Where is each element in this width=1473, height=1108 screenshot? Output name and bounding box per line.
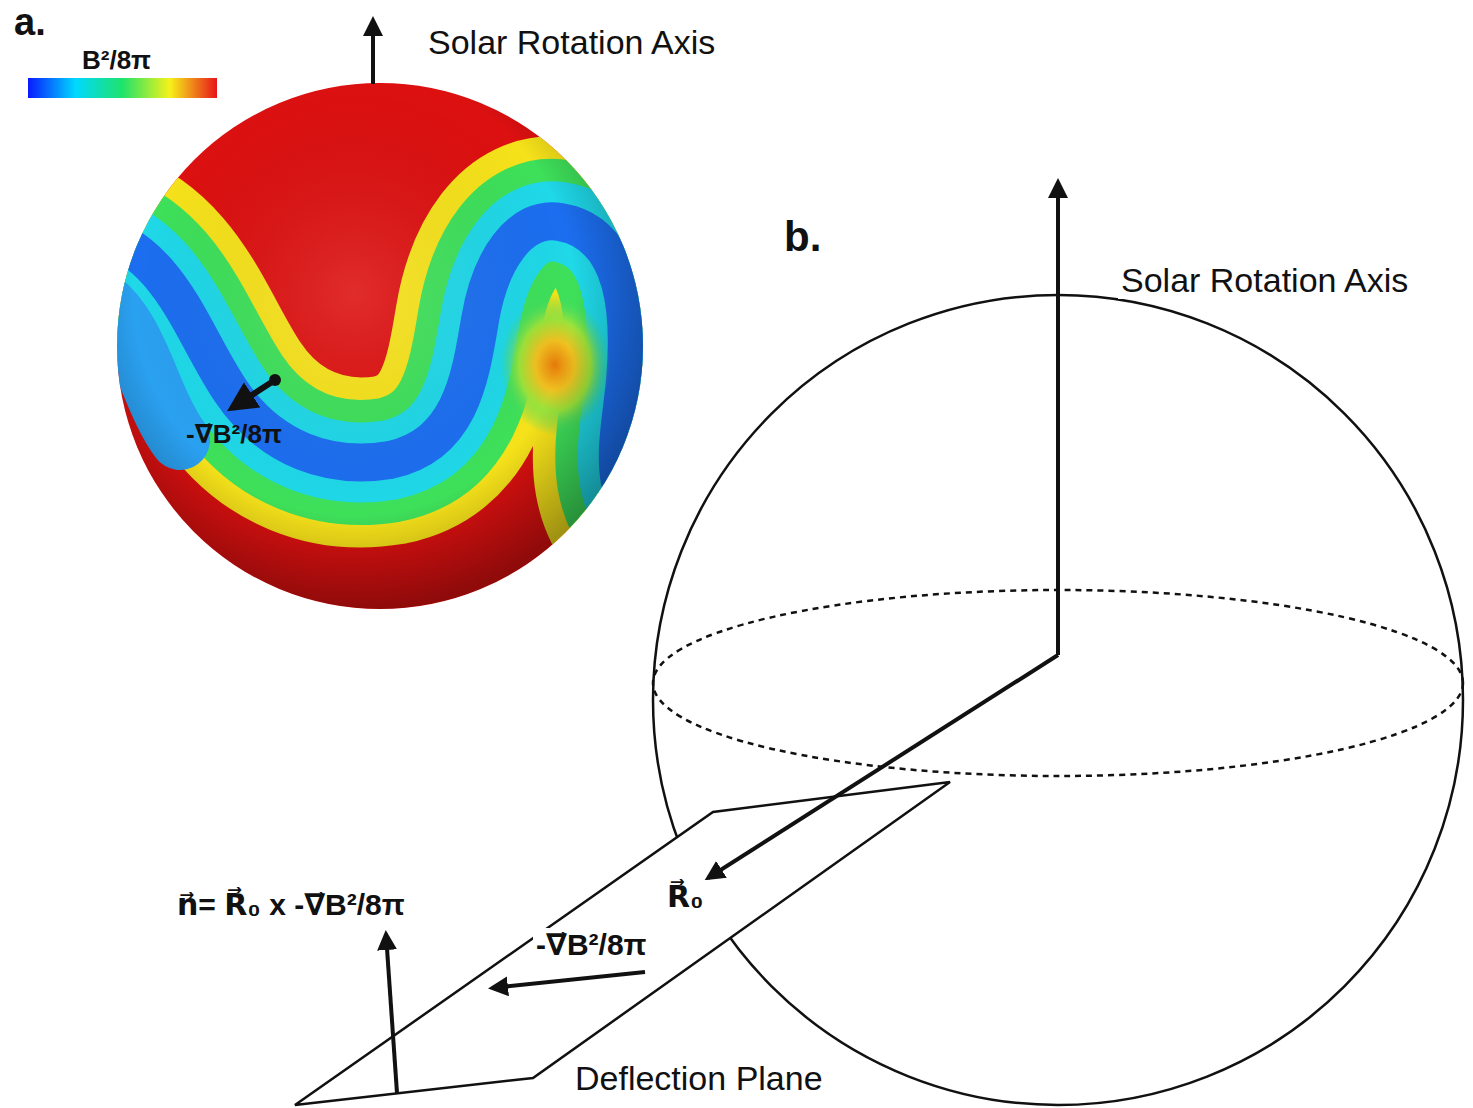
panel-letter: b. <box>784 214 821 260</box>
axis-label: Solar Rotation Axis <box>428 24 715 61</box>
colorbar-label: B²/8π <box>82 46 151 75</box>
vector-label: R⃗₀ <box>664 880 707 913</box>
rotation-axis-arrow <box>371 20 375 84</box>
gradient-arrow <box>232 380 275 408</box>
deflection-plane <box>295 782 950 1105</box>
colorbar <box>28 78 217 98</box>
rotation-axis-arrow <box>1056 182 1060 655</box>
radius-vector <box>708 655 1058 878</box>
vector-label: -∇⃗B²/8π <box>186 420 282 449</box>
gradient-arrow <box>492 972 645 988</box>
vector-label: n⃗= R⃗₀ x -∇⃗B²/8π <box>174 888 408 921</box>
plane-label: Deflection Plane <box>572 1060 826 1097</box>
panel-letter: a. <box>14 2 46 44</box>
axis-label: Solar Rotation Axis <box>1118 262 1411 299</box>
magnetic-pressure-sphere <box>90 70 660 630</box>
vector-label: -∇⃗B²/8π <box>533 928 650 961</box>
normal-vector <box>386 934 397 1093</box>
